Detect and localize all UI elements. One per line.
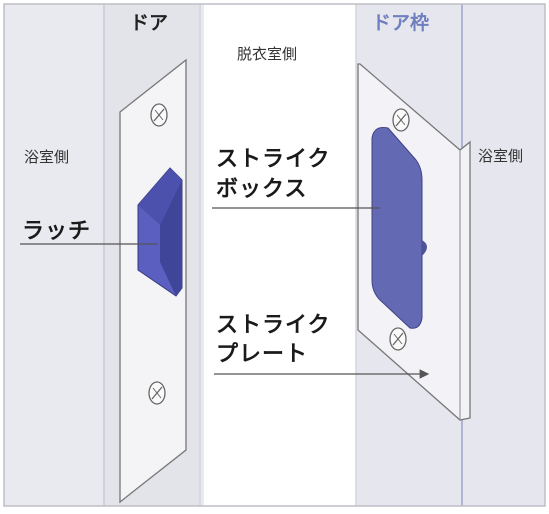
changing-room-side-label: 脱衣室側 (237, 45, 298, 63)
door-header: ドア (130, 12, 169, 34)
door-frame-header: ドア枠 (372, 12, 430, 34)
screw-icon (148, 381, 166, 405)
screw-icon (150, 103, 168, 127)
bathroom-side-left-label: 浴室側 (24, 148, 70, 166)
screw-icon (392, 108, 410, 132)
strike-box-label-line1: ストライク (216, 147, 331, 172)
screw-icon (389, 327, 407, 351)
strike-box (371, 127, 427, 329)
latch-bolt (137, 167, 183, 297)
latch-label: ラッチ (22, 219, 92, 244)
strike-plate-label-line2: プレート (216, 342, 309, 367)
outer-border (3, 3, 546, 507)
strike-box-label-line2: ボックス (216, 177, 308, 202)
strike-plate-label-line1: ストライク (216, 313, 331, 338)
bathroom-side-right-label: 浴室側 (478, 147, 524, 165)
